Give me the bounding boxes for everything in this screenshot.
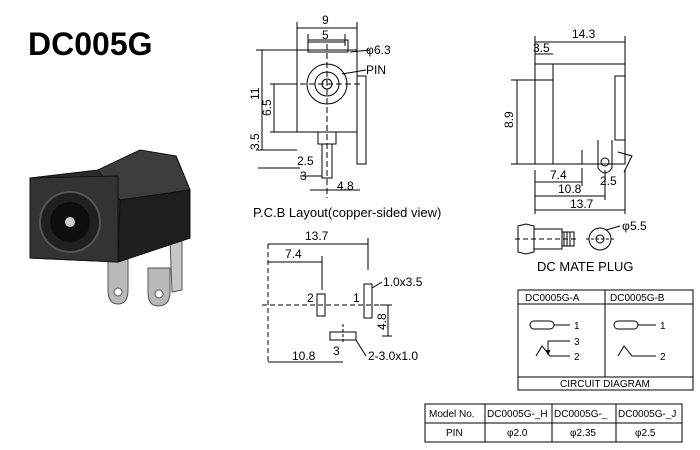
pcb-pin3-label: 3 — [333, 344, 340, 358]
plug-dia-label: 5.5 — [630, 219, 647, 233]
circuit-diagram — [517, 289, 694, 391]
dc-mate-plug — [515, 223, 621, 255]
table-value-j: φ2.5 — [635, 428, 656, 439]
side-front-length-label: 3.5 — [533, 41, 550, 55]
front-view — [256, 22, 371, 198]
pcb-caption: P.C.B Layout(copper-sided view) — [253, 205, 441, 220]
pcb-pin2-label: 2 — [307, 291, 314, 305]
jack-illustration — [29, 149, 191, 307]
front-pin-b-label: 3 — [300, 169, 307, 183]
front-pin-a-label: 2.5 — [297, 154, 314, 168]
side-d3-label: 2.5 — [600, 174, 617, 188]
circuit-a-pin-3: 3 — [574, 337, 580, 348]
front-center-height-label: 6.5 — [260, 99, 274, 116]
pcb-width-label: 13.7 — [305, 229, 329, 243]
side-height-label: 8.9 — [502, 111, 516, 128]
pcb-slot-label: 2-3.0x1.0 — [368, 349, 418, 363]
front-base-height-label: 3.5 — [248, 133, 262, 150]
circuit-col-a: DC0005G-A — [525, 293, 580, 304]
side-d2-label: 10.8 — [558, 182, 582, 196]
table-value-h: φ2.0 — [507, 428, 528, 439]
pcb-pin1-label: 1 — [353, 291, 360, 305]
front-hole-dia-symbol: φ — [366, 43, 374, 57]
table-header-j: DC0005G-_J — [618, 409, 676, 420]
plug-caption: DC MATE PLUG — [537, 259, 634, 274]
table-header-mid: DC0005G-_ — [554, 409, 608, 420]
product-title: DC005G — [28, 26, 153, 62]
front-inner-width-label: 5 — [322, 28, 329, 42]
front-pin-c-label: 4.8 — [337, 179, 354, 193]
front-pin-label: PIN — [366, 63, 386, 77]
front-height-total-label: 11 — [248, 87, 262, 100]
side-length-label: 14.3 — [572, 27, 596, 41]
front-hole-dia-label: 6.3 — [374, 43, 391, 57]
pcb-pad1-label: 1.0x3.5 — [383, 275, 423, 289]
model-table — [424, 403, 683, 443]
circuit-caption: CIRCUIT DIAGRAM — [560, 379, 650, 390]
circuit-a-pin-2: 2 — [574, 352, 580, 363]
side-view — [511, 36, 633, 214]
side-d4-label: 13.7 — [570, 197, 594, 211]
circuit-b-pin-1: 1 — [660, 321, 666, 332]
side-d1-label: 7.4 — [550, 168, 567, 182]
pcb-height-label: 4.8 — [375, 313, 389, 330]
front-width-label: 9 — [322, 13, 329, 27]
circuit-a-pin-1: 1 — [574, 321, 580, 332]
circuit-col-b: DC0005G-B — [610, 293, 665, 304]
table-row-label: PIN — [446, 428, 463, 439]
pcb-d1-label: 7.4 — [285, 247, 302, 261]
pcb-d2-label: 10.8 — [292, 349, 316, 363]
pcb-layout — [262, 238, 392, 363]
table-header-model: Model No. — [429, 409, 475, 420]
plug-dia-symbol: φ — [622, 219, 630, 233]
circuit-b-pin-2: 2 — [660, 352, 666, 363]
table-header-h: DC0005G-_H — [487, 409, 548, 420]
table-value-mid: φ2.35 — [570, 428, 596, 439]
